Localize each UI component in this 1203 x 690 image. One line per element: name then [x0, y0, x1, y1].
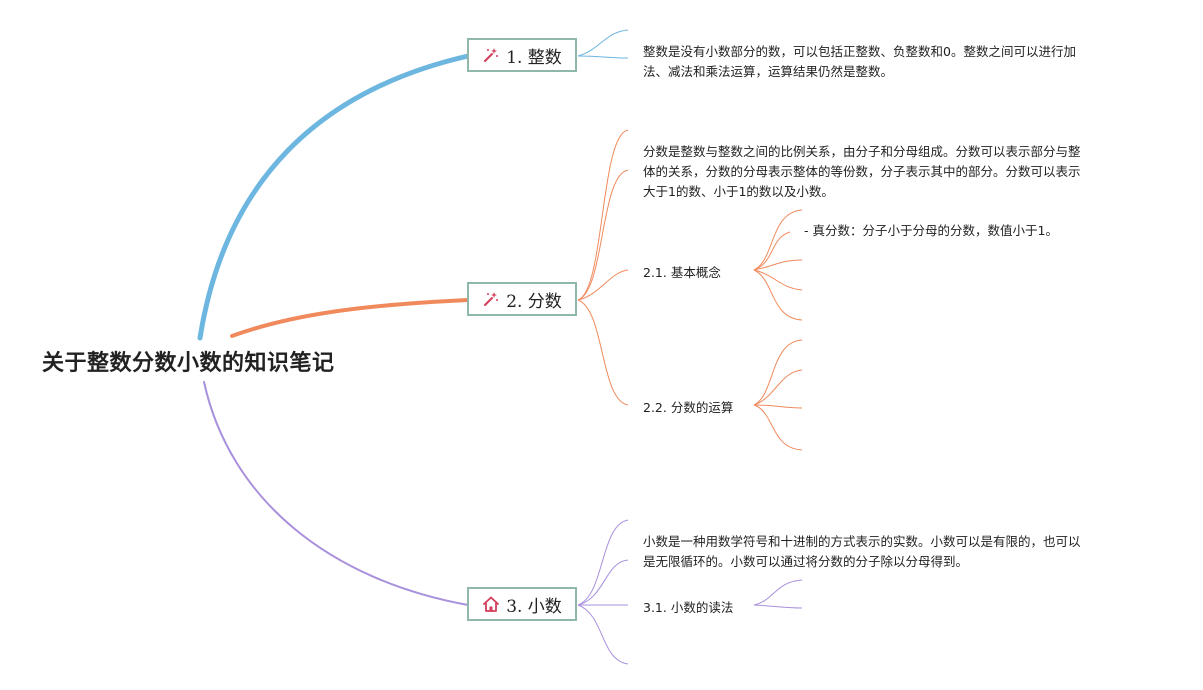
house-icon: [483, 596, 500, 612]
magic-wand-icon: [484, 48, 499, 62]
note-line: 分数是整数与整数之间的比例关系，由分子和分母组成。分数可以表示部分与整: [643, 144, 1081, 159]
proper-fraction-detail: - 真分数：分子小于分母的分数，数值小于1。: [804, 223, 1058, 238]
branch-node-integer[interactable]: 1. 整数: [467, 38, 577, 72]
branch-label: 3. 小数: [506, 596, 562, 617]
branch-connector-fraction: [230, 298, 470, 338]
root-topic[interactable]: 关于整数分数小数的知识笔记: [42, 351, 335, 376]
note-line: 体的关系，分数的分母表示整体的等份数，分子表示其中的部分。分数可以表示: [643, 164, 1081, 179]
subtopic-basic-concepts[interactable]: 2.1. 基本概念: [643, 265, 721, 280]
fraction-note: 分数是整数与整数之间的比例关系，由分子和分母组成。分数可以表示部分与整 体的关系…: [643, 142, 1081, 202]
note-line: 法、减法和乘法运算，运算结果仍然是整数。: [643, 64, 894, 79]
branch-label: 2. 分数: [506, 291, 562, 312]
note-line: 大于1的数、小于1的数以及小数。: [643, 184, 834, 199]
note-line: 整数是没有小数部分的数，可以包括正整数、负整数和0。整数之间可以进行加: [643, 44, 1076, 59]
decimal-note: 小数是一种用数学符号和十进制的方式表示的实数。小数可以是有限的，也可以 是无限循…: [643, 532, 1081, 572]
fraction-connectors: [577, 129, 803, 451]
integer-note: 整数是没有小数部分的数，可以包括正整数、负整数和0。整数之间可以进行加 法、减法…: [643, 42, 1076, 82]
note-line: 是无限循环的。小数可以通过将分数的分子除以分母得到。: [643, 554, 969, 569]
branch-connector-decimal: [203, 381, 469, 606]
decimal-connectors: [577, 519, 803, 665]
subtopic-fraction-operations[interactable]: 2.2. 分数的运算: [643, 400, 734, 415]
magic-wand-icon: [484, 292, 499, 306]
subtopic-decimal-reading[interactable]: 3.1. 小数的读法: [643, 600, 734, 615]
note-line: 小数是一种用数学符号和十进制的方式表示的实数。小数可以是有限的，也可以: [643, 534, 1081, 549]
branch-label: 1. 整数: [506, 47, 562, 68]
integer-note-connectors: [577, 29, 629, 59]
branch-connector-integer: [197, 53, 471, 341]
branch-node-fraction[interactable]: 2. 分数: [467, 282, 577, 316]
branch-node-decimal[interactable]: 3. 小数: [467, 587, 577, 621]
